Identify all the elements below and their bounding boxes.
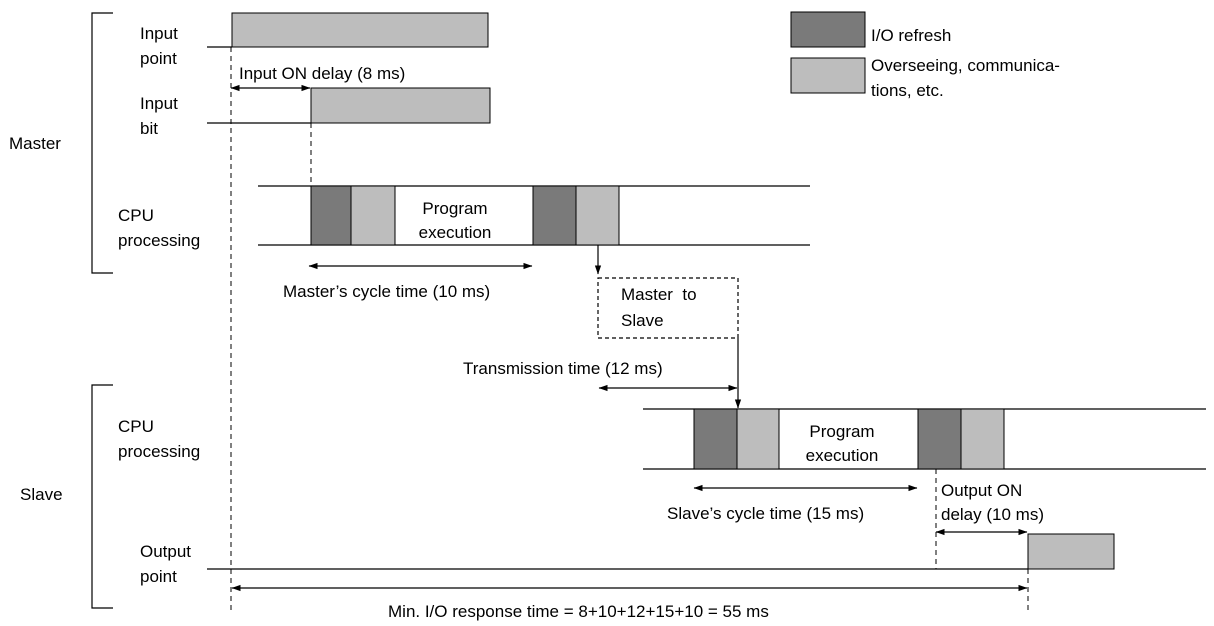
master-cpu-row-label: CPU processing xyxy=(118,206,200,250)
input-point-label-line2: point xyxy=(140,49,177,68)
output-point-row-label: Output point xyxy=(140,542,191,586)
master-io-refresh-block-2 xyxy=(532,185,577,246)
output-point-label-line2: point xyxy=(140,567,177,586)
slave-overseeing-block-2 xyxy=(960,408,1005,470)
input-point-signal xyxy=(207,12,489,48)
slave-io-refresh-block-2 xyxy=(917,408,962,470)
transmission-time-label: Transmission time (12 ms) xyxy=(463,359,663,378)
master-program-label-line1: Program xyxy=(422,199,487,218)
input-bit-row-label: Input bit xyxy=(140,94,178,138)
slave-cpu-row-label: CPU processing xyxy=(118,417,200,461)
master-cpu-label-line2: processing xyxy=(118,231,200,250)
input-bit-signal xyxy=(207,87,491,124)
legend-overseeing-label-line1: Overseeing, communica- xyxy=(871,56,1060,75)
master-cycle-time-label: Master’s cycle time (10 ms) xyxy=(283,282,490,301)
legend-overseeing-label-line2: tions, etc. xyxy=(871,81,944,100)
min-response-time-label: Min. I/O response time = 8+10+12+15+10 =… xyxy=(388,602,769,621)
slave-program-label-line1: Program xyxy=(809,422,874,441)
input-point-label-line1: Input xyxy=(140,24,178,43)
master-program-label-line2: execution xyxy=(419,223,492,242)
master-bracket xyxy=(91,12,113,274)
transfer-label-line1: Master to xyxy=(621,285,697,304)
output-on-delay-label-line1: Output ON xyxy=(941,481,1022,500)
slave-group-label: Slave xyxy=(20,485,63,504)
input-bit-label-line1: Input xyxy=(140,94,178,113)
legend-io-refresh-label: I/O refresh xyxy=(871,26,951,45)
output-point-signal xyxy=(207,533,1115,570)
master-cpu-label-line1: CPU xyxy=(118,206,154,225)
input-bit-label-line2: bit xyxy=(140,119,158,138)
slave-io-refresh-block-1 xyxy=(693,408,738,470)
slave-cpu-label-line2: processing xyxy=(118,442,200,461)
transfer-label-line2: Slave xyxy=(621,311,664,330)
master-overseeing-block-2 xyxy=(575,185,620,246)
slave-cycle-time-label: Slave’s cycle time (15 ms) xyxy=(667,504,864,523)
input-point-on-state xyxy=(231,12,489,48)
master-to-slave-box xyxy=(597,277,739,339)
output-point-label-line1: Output xyxy=(140,542,191,561)
master-cpu-lane: Program execution xyxy=(258,185,810,246)
output-point-on-state xyxy=(1027,533,1115,570)
slave-overseeing-block-1 xyxy=(736,408,780,470)
master-overseeing-block-1 xyxy=(350,185,396,246)
legend-io-refresh-swatch xyxy=(790,11,866,48)
legend-overseeing-swatch xyxy=(790,57,866,94)
master-io-refresh-block-1 xyxy=(310,185,352,246)
slave-cpu-label-line1: CPU xyxy=(118,417,154,436)
slave-bracket xyxy=(91,384,113,609)
master-group-label: Master xyxy=(9,134,61,153)
legend: I/O refresh Overseeing, communica- tions… xyxy=(790,11,1060,100)
slave-cpu-lane: Program execution xyxy=(643,408,1206,470)
input-point-row-label: Input point xyxy=(140,24,178,68)
input-bit-on-state xyxy=(310,87,491,124)
slave-program-label-line2: execution xyxy=(806,446,879,465)
output-on-delay-label-line2: delay (10 ms) xyxy=(941,505,1044,524)
input-on-delay-label: Input ON delay (8 ms) xyxy=(239,64,405,83)
